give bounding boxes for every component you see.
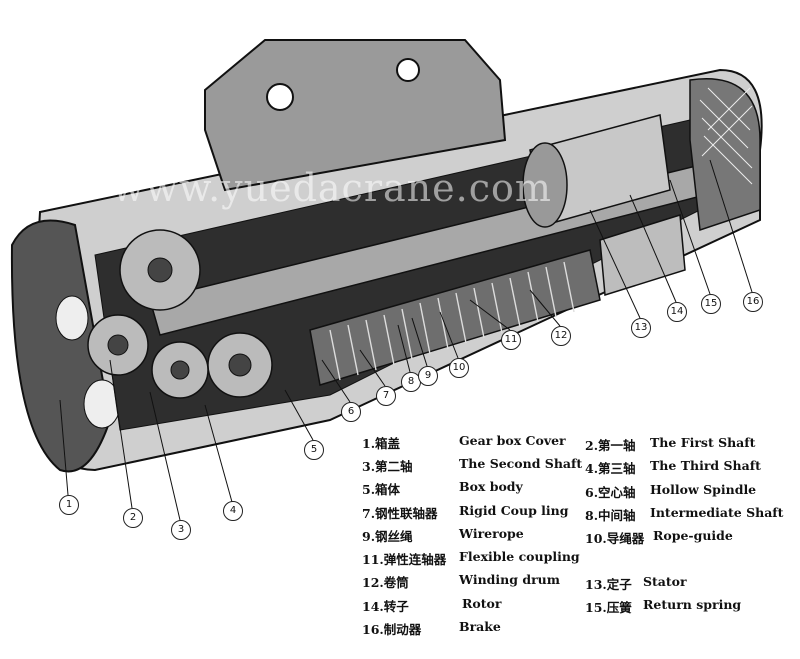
legend-cn: 5.箱体 <box>362 482 401 497</box>
legend-item: 15.压簧 Return spring <box>585 597 741 616</box>
legend-item: 14.转子 Rotor <box>362 596 501 615</box>
legend-en: Hollow Spindle <box>650 482 757 497</box>
legend-en: Wirerope <box>459 526 524 541</box>
callout-12: 12 <box>551 326 571 346</box>
legend-cn: 4.第三轴 <box>585 461 636 476</box>
legend-cn: 9.钢丝绳 <box>362 529 413 544</box>
callout-3: 3 <box>171 520 191 540</box>
legend-cn: 12.卷筒 <box>362 575 409 590</box>
legend-item: 11.弹性连轴器 Flexible coupling <box>362 549 580 568</box>
cover-hole-upper <box>55 295 89 341</box>
legend-en: Rotor <box>462 596 502 611</box>
legend-en: The Second Shaft <box>459 456 583 471</box>
winding-drum <box>309 249 601 386</box>
legend-en: Stator <box>643 574 687 589</box>
legend-en: Intermediate Shaft <box>650 505 784 520</box>
legend-item: 6.空心轴 Hollow Spindle <box>585 482 756 501</box>
legend-cn: 10.导绳器 <box>585 531 645 546</box>
callout-15: 15 <box>701 294 721 314</box>
legend-en: Rope-guide <box>653 528 733 543</box>
callout-2: 2 <box>123 508 143 528</box>
legend-en: Return spring <box>643 597 742 612</box>
callout-14: 14 <box>667 302 687 322</box>
legend-item: 5.箱体 Box body <box>362 479 523 498</box>
legend-en: Box body <box>459 479 523 494</box>
legend-item: 13.定子 Stator <box>585 574 687 593</box>
legend-cn: 8.中间轴 <box>585 508 636 523</box>
watermark: www.yuedacrane.com <box>112 166 552 210</box>
drum-grooves <box>329 261 575 381</box>
legend-cn: 11.弹性连轴器 <box>362 552 447 567</box>
callout-16: 16 <box>743 292 763 312</box>
callout-9: 9 <box>418 366 438 386</box>
legend-en: Winding drum <box>459 572 560 587</box>
brake-end <box>689 78 761 232</box>
bracket-hole-left <box>266 83 294 111</box>
legend-cn: 14.转子 <box>362 599 409 614</box>
legend-item: 3.第二轴 The Second Shaft <box>362 456 582 475</box>
legend-item: 7.钢性联轴器 Rigid Coup ling <box>362 503 569 522</box>
legend-en: The Third Shaft <box>650 458 761 473</box>
leader-lines <box>59 159 753 521</box>
bracket-hole-right <box>396 58 420 82</box>
callout-1: 1 <box>59 495 79 515</box>
legend-cn: 15.压簧 <box>585 600 632 615</box>
callout-11: 11 <box>501 330 521 350</box>
stator-housing <box>599 214 686 296</box>
callout-5: 5 <box>304 440 324 460</box>
callout-10: 10 <box>449 358 469 378</box>
callout-7: 7 <box>376 386 396 406</box>
callout-6: 6 <box>341 402 361 422</box>
legend-en: Rigid Coup ling <box>459 503 569 518</box>
brake-mesh <box>699 87 753 185</box>
legend-item: 9.钢丝绳 Wirerope <box>362 526 524 545</box>
legend-en: Gear box Cover <box>459 433 566 448</box>
callout-13: 13 <box>631 318 651 338</box>
gear-hubs <box>107 257 252 380</box>
mounting-bracket <box>204 39 507 192</box>
motor-stator-end <box>522 142 568 228</box>
legend-item: 2.第一轴 The First Shaft <box>585 435 755 454</box>
legend-cn: 16.制动器 <box>362 622 422 637</box>
legend-cn: 1.箱盖 <box>362 436 401 451</box>
legend-cn: 13.定子 <box>585 577 632 592</box>
legend-item: 16.制动器 Brake <box>362 619 501 638</box>
legend-cn: 3.第二轴 <box>362 459 413 474</box>
legend-item: 1.箱盖 Gear box Cover <box>362 433 566 452</box>
legend-cn: 7.钢性联轴器 <box>362 506 438 521</box>
legend-en: Brake <box>459 619 501 634</box>
callout-4: 4 <box>223 501 243 521</box>
legend-en: Flexible coupling <box>459 549 580 564</box>
legend-en: The First Shaft <box>650 435 756 450</box>
legend-item: 12.卷筒 Winding drum <box>362 572 560 591</box>
legend-cn: 2.第一轴 <box>585 438 636 453</box>
legend-item: 4.第三轴 The Third Shaft <box>585 458 761 477</box>
legend-item: 10.导绳器 Rope-guide <box>585 528 733 547</box>
legend-item: 8.中间轴 Intermediate Shaft <box>585 505 783 524</box>
legend-cn: 6.空心轴 <box>585 485 636 500</box>
